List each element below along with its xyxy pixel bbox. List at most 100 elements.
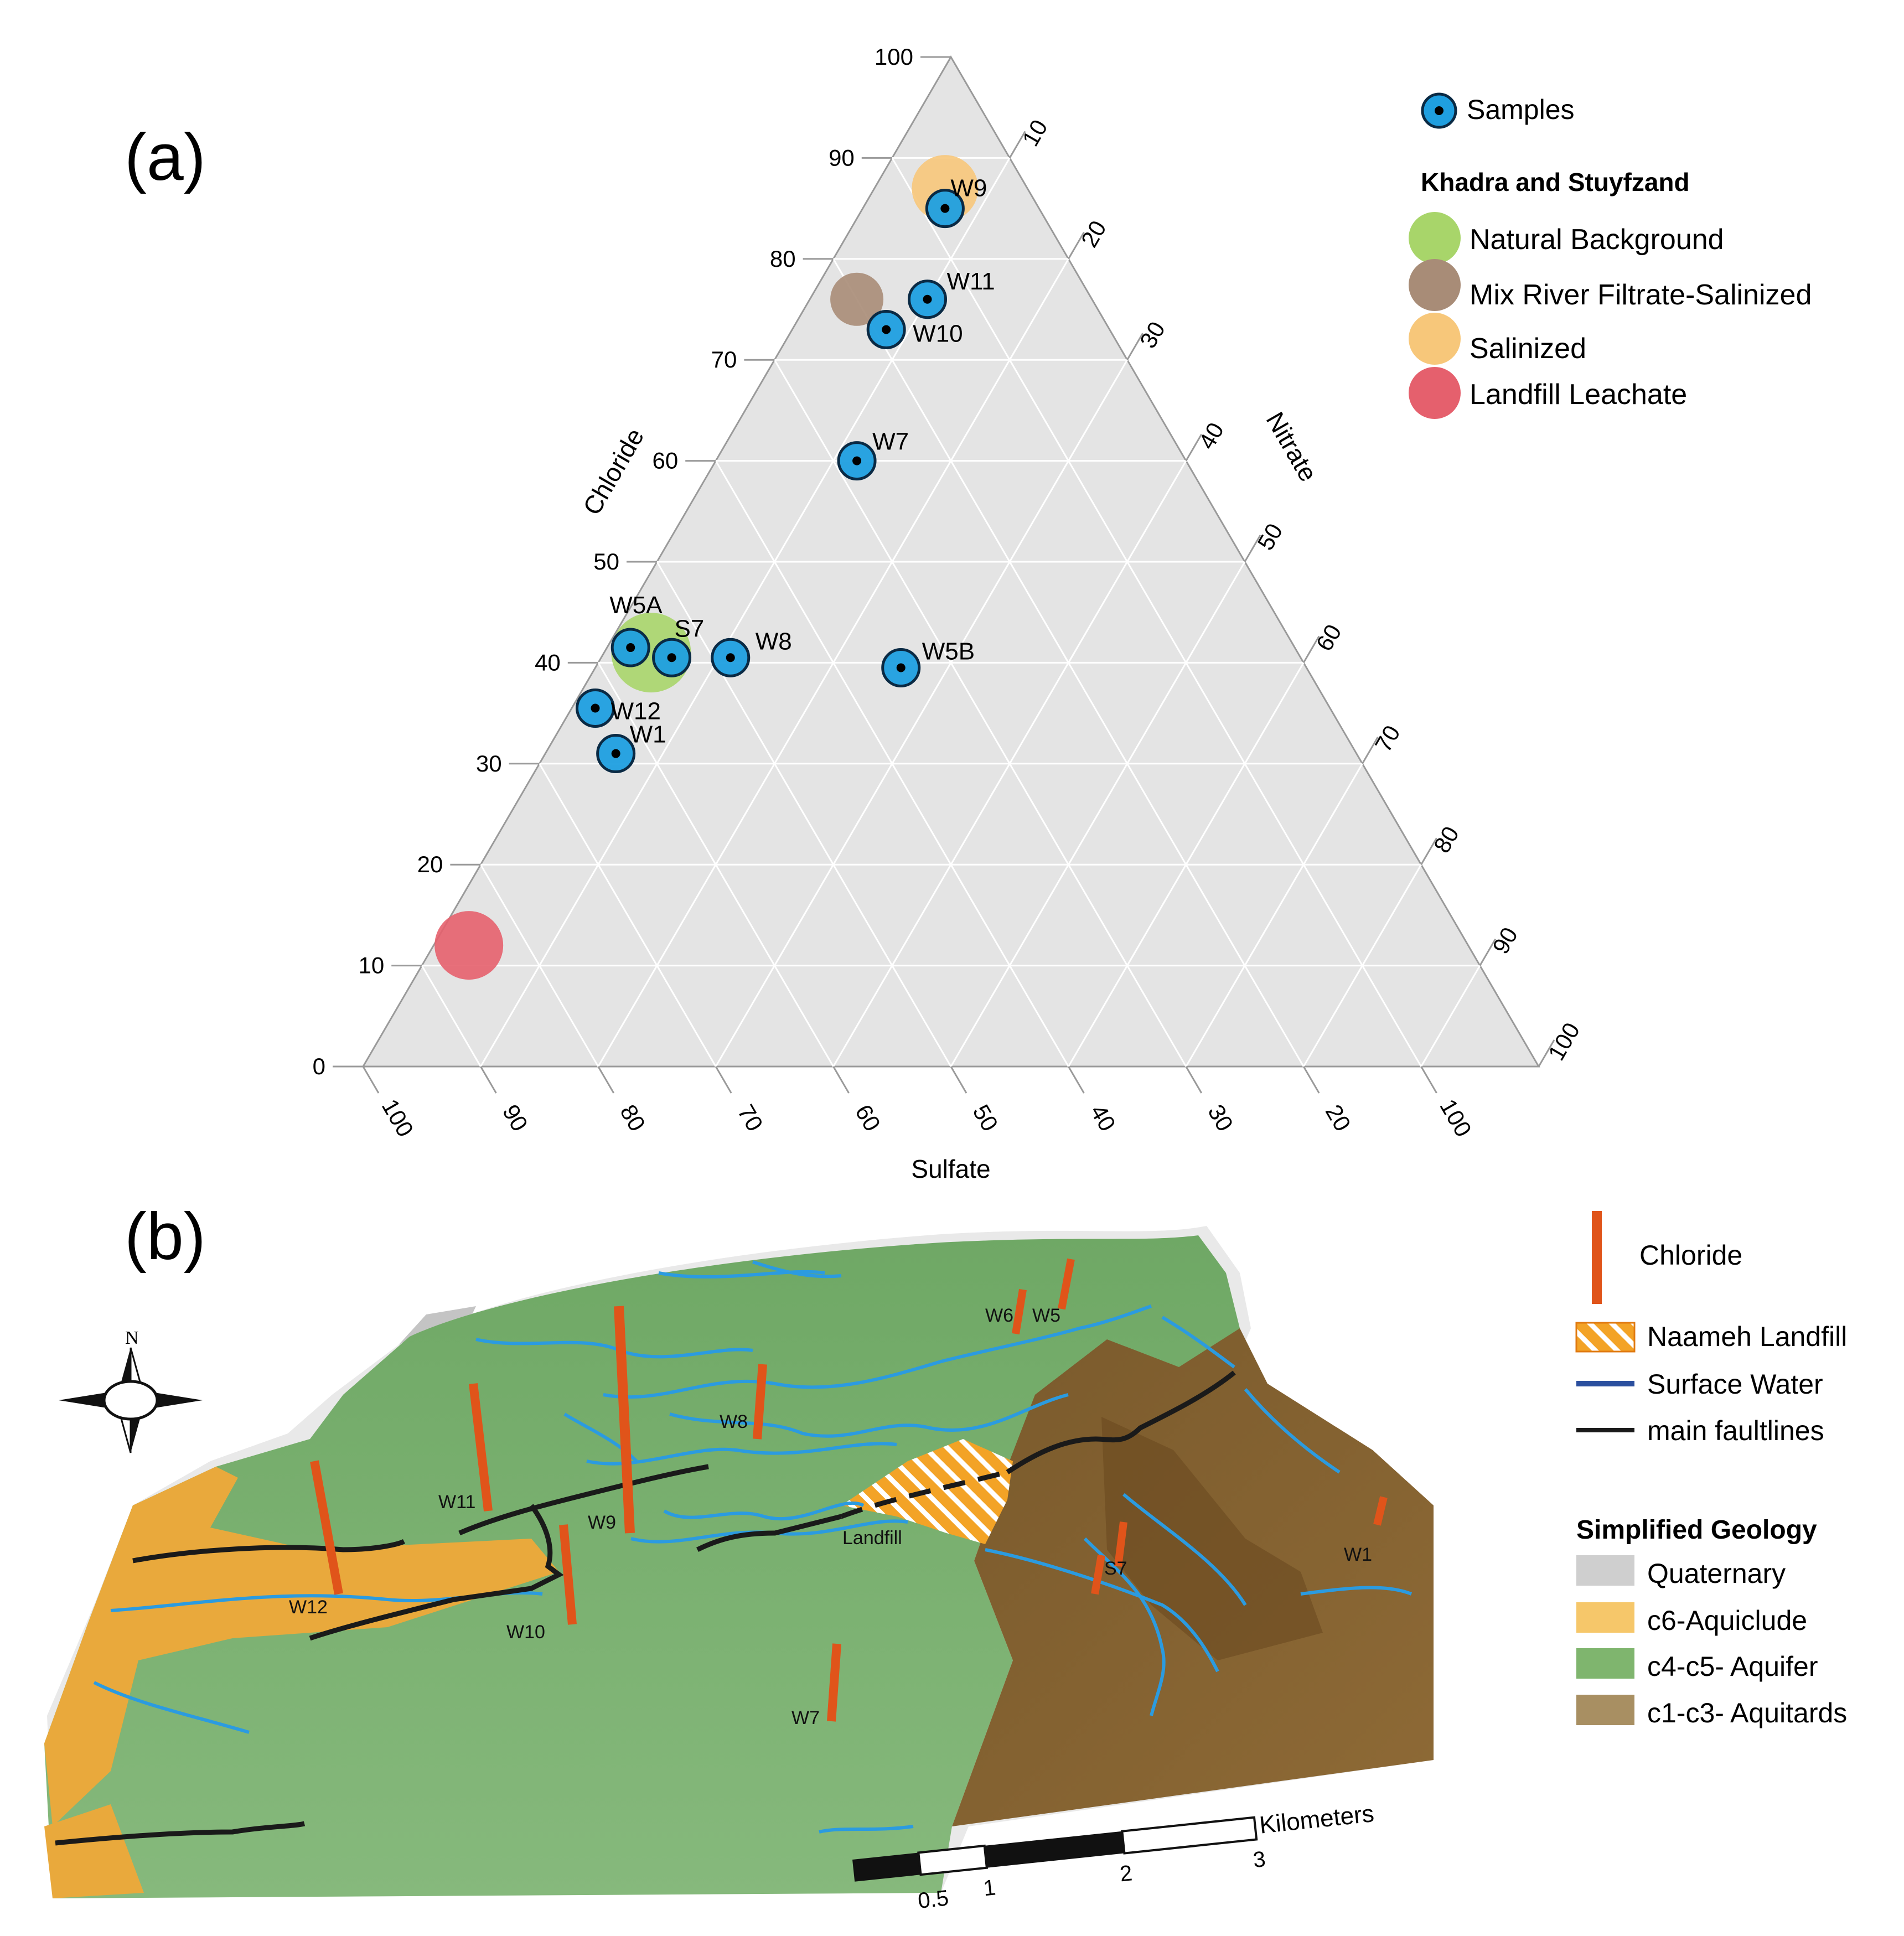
well-label-w7: W7 xyxy=(791,1707,820,1728)
sample-label-w11: W11 xyxy=(947,268,995,295)
tick-mark-nitrate xyxy=(1302,635,1320,664)
scale-label-2: 2 xyxy=(1119,1861,1134,1886)
well-label-w12: W12 xyxy=(289,1597,328,1618)
well-label-w10: W10 xyxy=(506,1622,545,1643)
legend-landfill-swatch xyxy=(1575,1322,1636,1353)
legend-aquitards-swatch xyxy=(1576,1695,1634,1725)
tick-mark-nitrate xyxy=(1244,535,1261,562)
north-label: N xyxy=(125,1328,139,1348)
axis-title-sulfate: Sulfate xyxy=(911,1155,990,1183)
tick-label-nitrate: 10 xyxy=(1017,115,1053,151)
sample-dot-w1 xyxy=(611,749,620,758)
legend-aquifer-swatch xyxy=(1576,1648,1634,1679)
panel-b-label: (b) xyxy=(125,1199,206,1274)
fault-lines xyxy=(55,1370,1236,1846)
legend-samples: Samples xyxy=(1421,92,1575,129)
reference-group-mix-river-filtrate-salinized xyxy=(830,272,884,326)
legend-swatch-salinized xyxy=(1409,313,1461,365)
sample-dot-w5b xyxy=(896,663,906,672)
legend-surface-water-label: Surface Water xyxy=(1647,1369,1823,1400)
tick-mark-sulfate xyxy=(1420,1066,1437,1094)
sample-dot-w7 xyxy=(852,456,862,465)
well-label-s7: S7 xyxy=(1104,1558,1127,1579)
legend-label-salinized: Salinized xyxy=(1470,333,1586,365)
grid-line-sulfate xyxy=(774,359,1187,1067)
north-arrow-w xyxy=(59,1391,114,1409)
tick-mark-sulfate xyxy=(715,1066,732,1094)
tick-label-chloride: 10 xyxy=(358,953,384,979)
tick-label-chloride: 60 xyxy=(652,448,678,474)
axis-title-chloride: Chloride xyxy=(577,423,650,520)
chloride-bar-w8 xyxy=(753,1364,767,1440)
legend-quaternary-swatch xyxy=(1576,1555,1634,1586)
tick-label-nitrate: 30 xyxy=(1135,317,1170,353)
tick-label-chloride: 100 xyxy=(875,44,913,70)
sample-label-w12: W12 xyxy=(610,697,660,724)
geology-aquiclude-sw xyxy=(44,1804,144,1898)
tick-label-nitrate: 90 xyxy=(1487,923,1523,958)
legend-sample-dot xyxy=(1435,106,1443,115)
geology-aquifer xyxy=(44,1235,1240,1898)
tick-label-nitrate: 70 xyxy=(1370,721,1405,757)
well-label-w8: W8 xyxy=(720,1411,748,1432)
north-arrow-e xyxy=(147,1391,203,1409)
sample-label-w8: W8 xyxy=(756,628,792,655)
legend-aquitards-label: c1-c3- Aquitards xyxy=(1647,1697,1847,1728)
well-label-w9: W9 xyxy=(588,1512,616,1533)
sample-dot-s7 xyxy=(667,653,676,662)
tick-mark-nitrate xyxy=(1479,938,1497,966)
tick-mark-nitrate xyxy=(1538,1039,1555,1067)
ternary-diagram: 0102030405060708090100102030405060708090… xyxy=(313,44,1585,1183)
legend-swatch-natural-background xyxy=(1409,212,1461,264)
tick-label-chloride: 20 xyxy=(417,851,443,877)
grid-line-nitrate xyxy=(715,359,1128,1067)
tick-label-chloride: 80 xyxy=(770,246,796,272)
legend-fault-swatch xyxy=(1576,1428,1634,1432)
scale-label-3: 3 xyxy=(1252,1847,1267,1872)
tick-label-sulfate: 70 xyxy=(733,1100,768,1136)
sample-dot-w12 xyxy=(591,703,600,713)
sample-dot-w9 xyxy=(940,204,950,213)
legend-surface-water-swatch xyxy=(1576,1381,1634,1386)
sample-label-w10: W10 xyxy=(913,320,963,347)
tick-label-sulfate: 100 xyxy=(377,1095,419,1141)
well-labels: W6 W5 W8 W11 W9 W12 W10 W7 S7 W1 Landfil… xyxy=(289,1305,1372,1728)
tick-label-nitrate: 40 xyxy=(1193,418,1229,453)
chloride-bar-w9 xyxy=(614,1306,635,1534)
legend-group-title: Khadra and Stuyfzand xyxy=(1421,168,1690,196)
sample-label-s7: S7 xyxy=(675,615,705,642)
north-arrow: N xyxy=(59,1328,203,1453)
legend-chloride-label: Chloride xyxy=(1639,1240,1742,1271)
legend-label-landfill-leachate: Landfill Leachate xyxy=(1470,379,1687,411)
tick-label-chloride: 90 xyxy=(829,144,855,170)
legend-swatch-mix-river xyxy=(1409,259,1461,311)
tick-mark-sulfate xyxy=(362,1066,380,1094)
grid-line-nitrate xyxy=(1185,763,1363,1067)
grid-line-nitrate xyxy=(1420,965,1481,1067)
sample-dot-w10 xyxy=(882,325,891,334)
legend-chloride-swatch xyxy=(1592,1211,1602,1304)
chloride-bar-w7 xyxy=(827,1643,841,1722)
tick-mark-nitrate xyxy=(1008,131,1026,159)
well-label-w11: W11 xyxy=(438,1492,475,1513)
tick-label-nitrate: 80 xyxy=(1429,822,1464,857)
tick-mark-sulfate xyxy=(1068,1066,1085,1094)
tick-mark-sulfate xyxy=(950,1066,967,1094)
well-label-w1: W1 xyxy=(1344,1544,1372,1565)
grid-line-nitrate xyxy=(1068,662,1305,1067)
tick-label-sulfate: 40 xyxy=(1085,1100,1121,1136)
tick-label-chloride: 30 xyxy=(476,750,502,777)
chloride-bar-s7b xyxy=(1091,1554,1105,1595)
north-arrow-center xyxy=(102,1380,159,1421)
legend-aquiclude-label: c6-Aquiclude xyxy=(1647,1605,1807,1636)
chloride-bar-w10 xyxy=(559,1524,577,1625)
tick-mark-nitrate xyxy=(1126,333,1144,360)
legend-label-mix-river: Mix River Filtrate-Salinized xyxy=(1470,279,1812,311)
tick-mark-sulfate xyxy=(832,1066,850,1094)
chloride-bar-w1 xyxy=(1373,1496,1388,1526)
tick-label-sulfate: 50 xyxy=(968,1100,1003,1136)
tick-label-nitrate: 50 xyxy=(1252,519,1287,555)
sample-label-w7: W7 xyxy=(872,428,909,455)
tick-label-sulfate: 30 xyxy=(1203,1100,1238,1136)
